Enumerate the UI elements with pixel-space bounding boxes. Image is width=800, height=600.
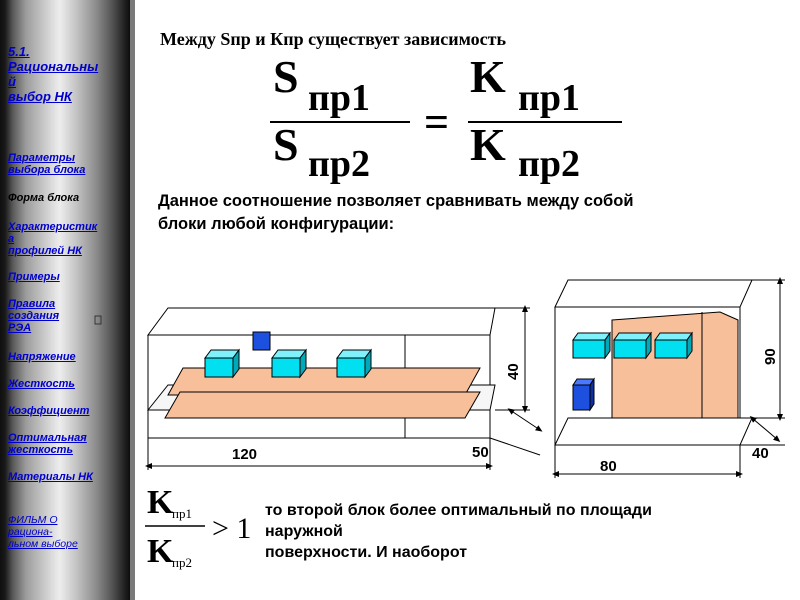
film-line: льном выборе xyxy=(8,538,78,550)
left-height-label: 40 xyxy=(505,363,522,380)
formula-sub-bottom-right: пр2 xyxy=(518,143,580,185)
page-heading: Между Sпр и Кпр существует зависимость xyxy=(160,29,507,49)
formula-equals: = xyxy=(424,98,449,147)
left-length-label: 120 xyxy=(232,446,257,463)
sidebar-item-parameters[interactable]: Параметры выбора блока xyxy=(8,152,85,176)
formula-num-left: S xyxy=(273,51,299,102)
main-formula: S пр1 S пр2 = K пр1 K пр2 xyxy=(270,51,622,185)
film-line: ФИЛЬМ О xyxy=(8,514,58,526)
left-depth-label: 50 xyxy=(472,444,489,461)
right-depth-label: 40 xyxy=(752,445,769,462)
sidebar-item-stiffness[interactable]: Жесткость xyxy=(8,378,75,390)
inequality-num: K xyxy=(147,484,174,521)
inequality-relation: > 1 xyxy=(212,512,251,545)
conclusion-text: то второй блок более оптимальный по площ… xyxy=(265,500,652,563)
item-line: Коэффициент xyxy=(8,405,90,417)
sidebar-item-optimal-stiffness[interactable]: Оптимальная жесткость xyxy=(8,432,87,456)
formula-den-left: S xyxy=(273,119,299,170)
film-line: рациона- xyxy=(8,526,53,538)
item-line: Характеристик xyxy=(8,221,98,233)
sidebar-item-examples[interactable]: Примеры xyxy=(8,271,60,283)
item-line: Форма блока xyxy=(8,192,80,204)
item-line: Материалы НК xyxy=(8,471,93,483)
inequality-formula: K пр1 K пр2 > 1 xyxy=(145,484,251,570)
sidebar-item-shape[interactable]: Форма блока xyxy=(8,192,79,204)
sidebar-item-rules[interactable]: Правила создания РЭА xyxy=(8,298,59,334)
formula-sub-top-left: пр1 xyxy=(308,77,370,119)
title-line: выбор НК xyxy=(8,89,72,104)
conclusion-line: наружной xyxy=(265,523,343,540)
right-block-diagram xyxy=(552,277,785,478)
sidebar-item-coefficient[interactable]: Коэффициент xyxy=(8,405,89,417)
sidebar-item-materials[interactable]: Материалы НК xyxy=(8,471,93,483)
comparison-paragraph: Данное соотношение позволяет сравнивать … xyxy=(158,190,633,236)
inequality-sub-top: пр1 xyxy=(172,506,192,521)
inequality-sub-bottom: пр2 xyxy=(172,555,192,570)
paragraph-line: Данное соотношение позволяет сравнивать … xyxy=(158,192,634,210)
item-line: Оптимальная xyxy=(8,432,87,444)
item-line: профилей НК xyxy=(8,245,82,257)
conclusion-line: то второй блок более оптимальный по площ… xyxy=(265,502,652,519)
item-line: РЭА xyxy=(8,322,32,334)
item-line: а xyxy=(8,233,15,245)
title-line: 5.1. xyxy=(8,44,30,59)
sidebar-divider xyxy=(130,0,135,600)
left-block-diagram xyxy=(145,305,543,470)
inequality-den: K xyxy=(147,533,174,570)
item-line: Примеры xyxy=(8,271,60,283)
item-line: Правила xyxy=(8,298,56,310)
right-height-label: 90 xyxy=(762,348,779,365)
sidebar-item-characteristics[interactable]: Характеристик а профилей НК xyxy=(8,221,97,257)
title-line: й xyxy=(8,74,16,89)
formula-den-right: K xyxy=(470,119,506,170)
sidebar-title-link[interactable]: 5.1. Рациональны й выбор НК xyxy=(8,44,98,104)
sidebar-film-link[interactable]: ФИЛЬМ О рациона- льном выборе xyxy=(8,514,78,550)
sidebar: 5.1. Рациональны й выбор НК Параметры вы… xyxy=(0,0,130,600)
formula-sub-bottom-left: пр2 xyxy=(308,143,370,185)
item-line: жесткость xyxy=(8,444,73,456)
paragraph-line: блоки любой конфигурации: xyxy=(158,215,395,233)
item-line: Напряжение xyxy=(8,351,76,363)
title-line: Рациональны xyxy=(8,59,99,74)
formula-num-right: K xyxy=(470,51,506,102)
sidebar-item-voltage[interactable]: Напряжение xyxy=(8,351,76,363)
conclusion-line: поверхности. И наоборот xyxy=(265,544,468,561)
formula-sub-top-right: пр1 xyxy=(518,77,580,119)
right-width-label: 80 xyxy=(600,458,617,475)
item-line: выбора блока xyxy=(8,164,86,176)
small-checkbox-glyph xyxy=(94,315,102,325)
item-line: Жесткость xyxy=(8,378,75,390)
item-line: Параметры xyxy=(8,152,76,164)
item-line: создания xyxy=(8,310,60,322)
